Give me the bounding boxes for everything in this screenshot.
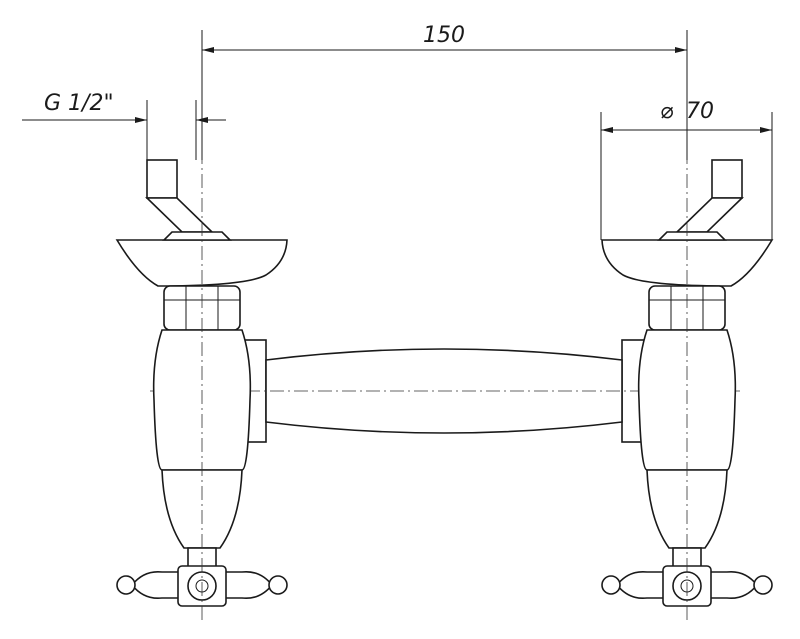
center-distance-dimension: 150 bbox=[201, 23, 688, 160]
thread-dimension: G 1/2" bbox=[22, 91, 226, 160]
diameter-dimension: ⌀ 70 bbox=[600, 99, 773, 240]
center-distance-label: 150 bbox=[423, 23, 465, 48]
diameter-label: 70 bbox=[686, 99, 714, 124]
thread-label: G 1/2" bbox=[44, 91, 114, 116]
diameter-symbol: ⌀ bbox=[660, 99, 674, 124]
mixer-body bbox=[150, 339, 740, 443]
